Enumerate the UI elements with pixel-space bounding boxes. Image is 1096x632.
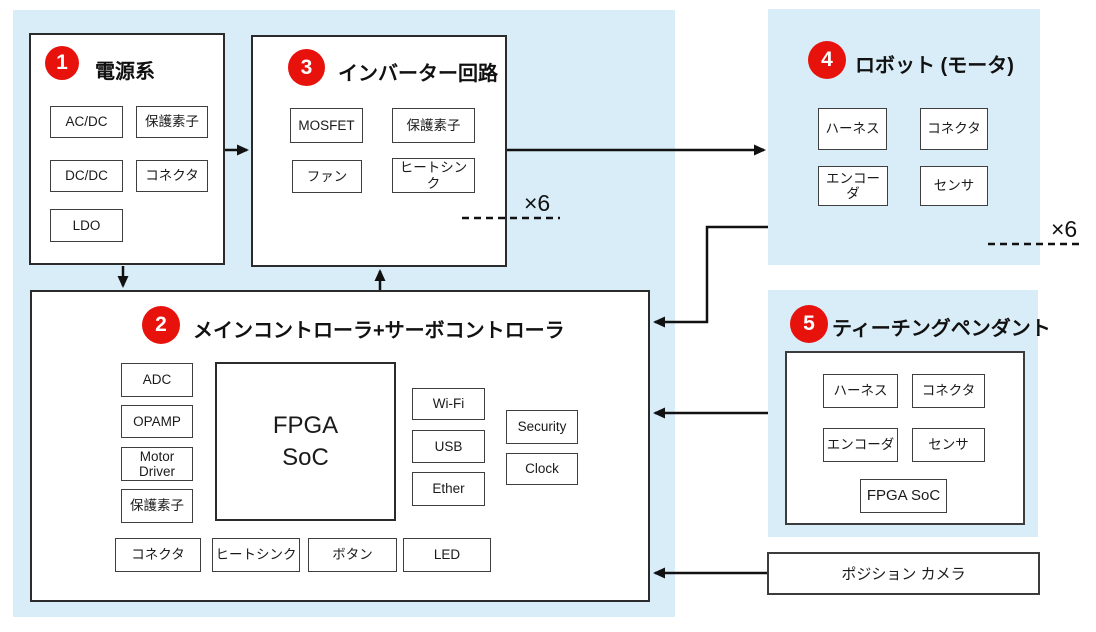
controller-number-badge: 2 (142, 306, 180, 344)
robot-item-encoder: エンコーダ (818, 166, 888, 206)
power-number-badge: 1 (45, 46, 79, 80)
controller-item-opamp: OPAMP (121, 405, 193, 438)
controller-item-connector: コネクタ (115, 538, 201, 572)
robot-number: 4 (821, 48, 833, 71)
position-camera-label: ポジション カメラ (841, 566, 966, 583)
robot-item-harness: ハーネス (818, 108, 887, 150)
power-item-connector: コネクタ (136, 160, 208, 192)
controller-item-motor-driver: Motor Driver (121, 447, 193, 481)
controller-item-wifi: Wi-Fi (412, 388, 485, 420)
controller-item-usb: USB (412, 430, 485, 463)
robot-blue-panel (768, 9, 1040, 265)
robot-multiplier-label: ×6 (1051, 216, 1078, 242)
controller-item-ether: Ether (412, 472, 485, 506)
power-item-acdc: AC/DC (50, 106, 123, 138)
inverter-block (251, 35, 507, 267)
pendant-item-sensor: センサ (912, 428, 985, 462)
inverter-title: インバーター回路 (338, 63, 498, 85)
power-number: 1 (56, 51, 68, 74)
inverter-number-badge: 3 (288, 49, 325, 86)
pendant-number-badge: 5 (790, 305, 828, 343)
pendant-item-harness: ハーネス (823, 374, 898, 408)
power-item-dcdc: DC/DC (50, 160, 123, 192)
inverter-item-mosfet: MOSFET (290, 108, 363, 143)
power-item-ldo: LDO (50, 209, 123, 242)
position-camera-box: ポジション カメラ (767, 552, 1040, 595)
pendant-item-encoder: エンコーダ (823, 428, 898, 462)
inverter-number: 3 (300, 55, 313, 79)
inverter-item-fan: ファン (292, 160, 362, 193)
inverter-item-heatsink: ヒートシンク (392, 158, 475, 193)
inverter-item-protection: 保護素子 (392, 108, 475, 143)
controller-item-security: Security (506, 410, 578, 444)
robot-item-sensor: センサ (920, 166, 988, 206)
pendant-title: ティーチングペンダント (832, 318, 1051, 340)
robot-title: ロボット (モータ) (855, 55, 1014, 77)
robot-item-connector: コネクタ (920, 108, 988, 150)
pendant-item-connector: コネクタ (912, 374, 985, 408)
controller-fpga-soc-box: FPGA SoC (215, 362, 396, 521)
controller-item-heatsink: ヒートシンク (212, 538, 300, 572)
controller-item-button: ボタン (308, 538, 397, 572)
robot-number-badge: 4 (808, 41, 846, 79)
controller-number: 2 (155, 313, 167, 336)
power-title: 電源系 (95, 61, 155, 83)
power-item-protection: 保護素子 (136, 106, 208, 138)
controller-item-adc: ADC (121, 363, 193, 397)
pendant-number: 5 (803, 312, 815, 335)
inverter-multiplier-label: ×6 (524, 190, 551, 216)
controller-title: メインコントローラ+サーボコントローラ (193, 320, 565, 342)
controller-item-led: LED (403, 538, 491, 572)
pendant-item-fpga-soc: FPGA SoC (860, 479, 947, 513)
controller-item-protection: 保護素子 (121, 489, 193, 523)
controller-item-clock: Clock (506, 453, 578, 485)
